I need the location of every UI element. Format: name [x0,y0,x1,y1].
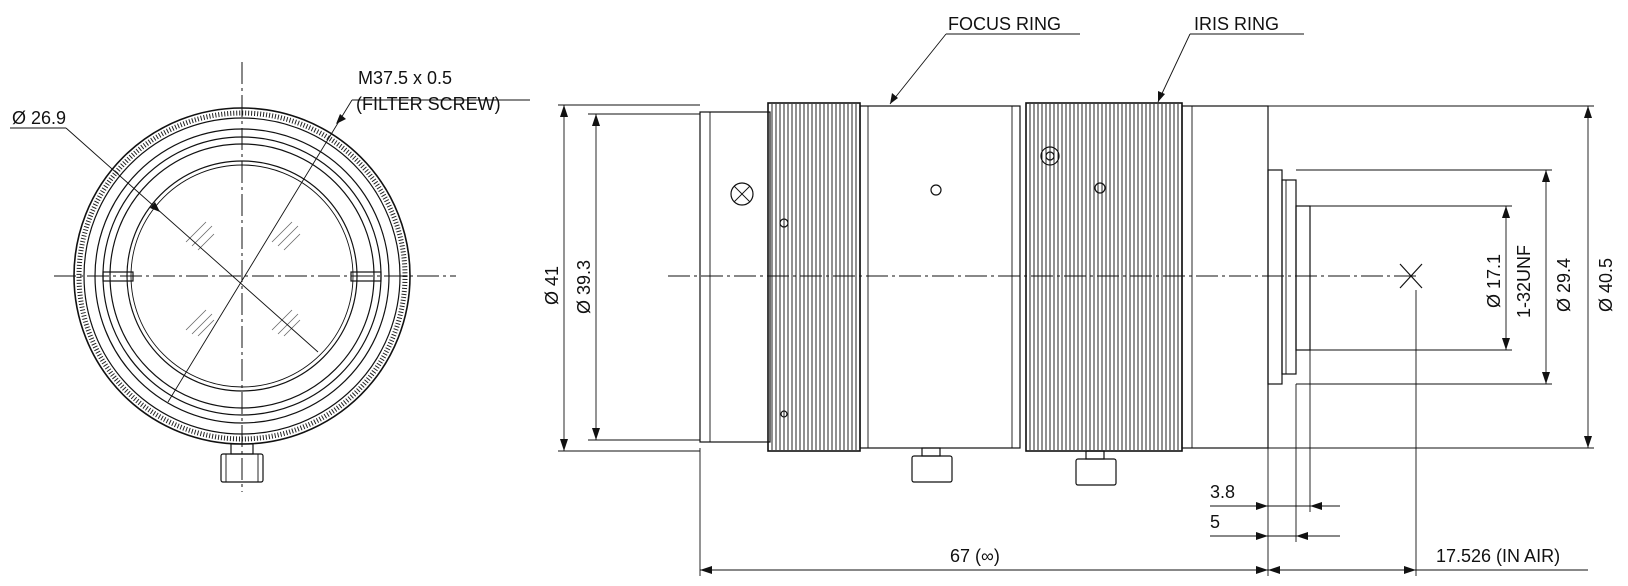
dim-3-8-label: 3.8 [1210,482,1235,502]
mount-thread-label: 1-32UNF [1514,245,1534,318]
iris-lock-screw [1075,450,1117,486]
front-barrel [699,111,771,443]
side-view: FOCUS RING IRIS RING Ø 41 Ø 39.3 Ø 17.1 … [542,14,1616,576]
mount-thread [1281,179,1297,375]
focus-lock-screw [911,447,953,483]
focus-ring-body [859,105,1021,449]
dia-26-9-label: Ø 26.9 [12,108,66,128]
rear-barrel [1181,105,1269,449]
dia-17-1-label: Ø 17.1 [1484,254,1504,308]
front-view: Ø 26.9 M37.5 x 0.5 (FILTER SCREW) [10,62,530,492]
focus-ring-label: FOCUS RING [948,14,1061,34]
dim-17-526-label: 17.526 (IN AIR) [1436,546,1560,566]
dim-67-label: 67 (∞) [950,546,1000,566]
front-knurled-ring [767,102,861,452]
dia-41-label: Ø 41 [542,266,562,305]
front-ring-knurling [771,104,857,450]
rear-element [1295,205,1311,351]
filter-thread-label: M37.5 x 0.5 [358,68,452,88]
iris-ring-knurling [1029,104,1179,450]
iris-ring-body [1025,102,1183,452]
mount-flange [1267,169,1283,385]
dia-39-3-label: Ø 39.3 [574,260,594,314]
iris-ring-label: IRIS RING [1194,14,1279,34]
dia-29-4-label: Ø 29.4 [1554,258,1574,312]
dim-5-label: 5 [1210,512,1220,532]
dia-40-5-label: Ø 40.5 [1596,258,1616,312]
front-lock-screw [220,443,264,483]
filter-screw-label: (FILTER SCREW) [356,94,501,114]
